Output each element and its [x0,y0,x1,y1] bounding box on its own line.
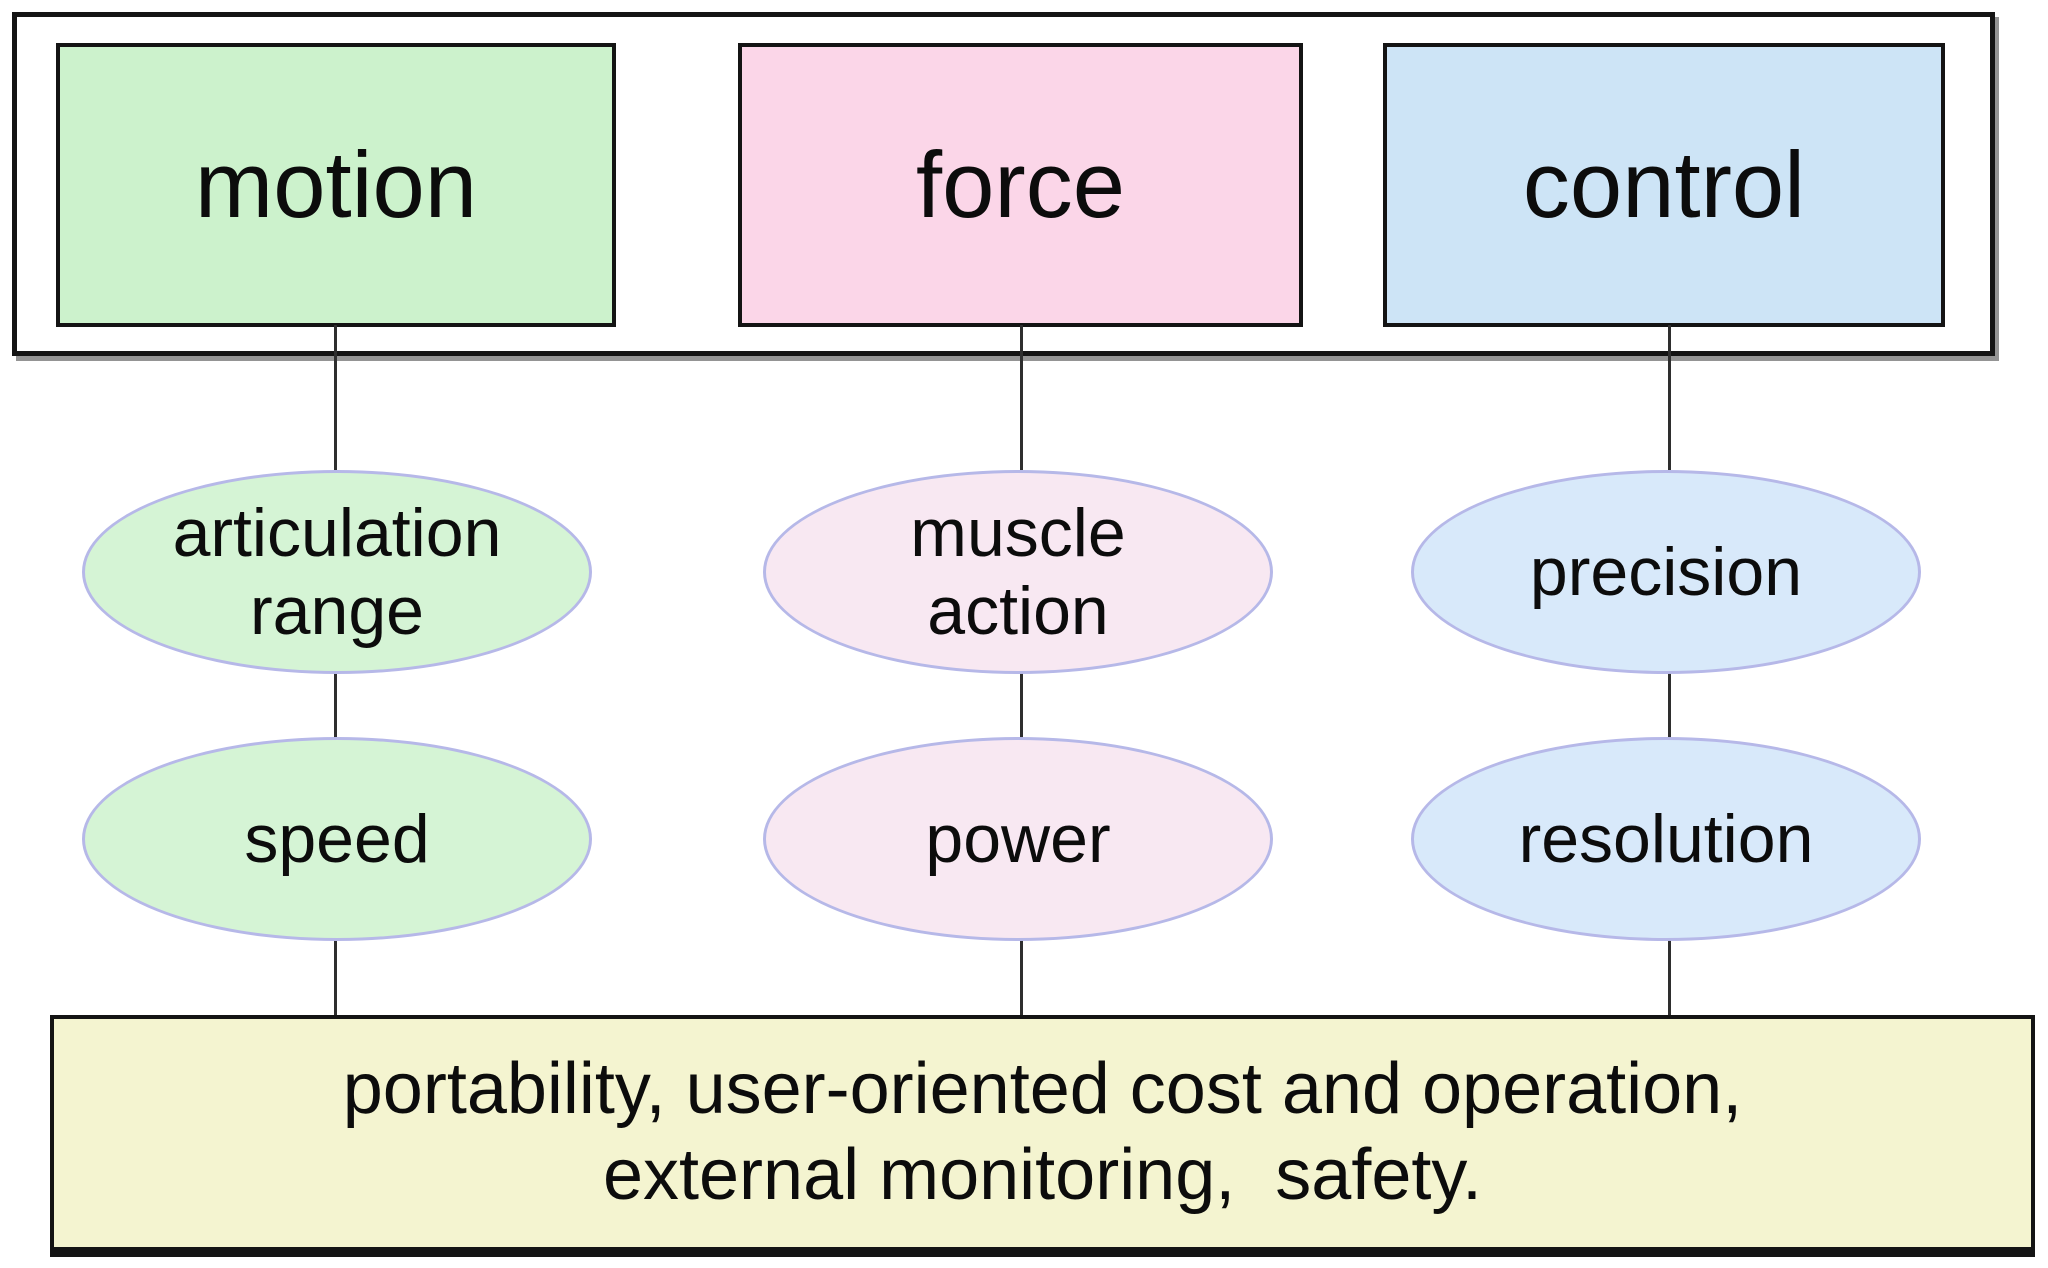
connector-force-muscle-action [1020,325,1023,470]
ellipse-resolution: resolution [1411,737,1921,941]
ellipse-label-muscle-action: muscle action [910,494,1126,649]
ellipse-label-resolution: resolution [1518,800,1814,877]
connector-power-footer [1020,938,1023,1017]
ellipse-label-articulation-range: articulation range [172,494,502,649]
connector-resolution-footer [1668,938,1671,1017]
ellipse-label-power: power [925,800,1111,877]
header-box-force: force [738,43,1303,327]
header-label-force: force [916,132,1125,237]
connector-precision-resolution [1668,672,1671,739]
footer-box: portability, user-oriented cost and oper… [50,1015,2035,1257]
ellipse-power: power [763,737,1273,941]
ellipse-articulation-range: articulation range [82,470,592,674]
connector-articulation-speed [334,672,337,739]
ellipse-muscle-action: muscle action [763,470,1273,674]
footer-line-1: portability, user-oriented cost and oper… [342,1049,1743,1130]
header-box-motion: motion [56,43,616,327]
connector-speed-footer [334,938,337,1017]
ellipse-label-speed: speed [244,800,430,877]
header-box-control: control [1383,43,1945,327]
ellipse-speed: speed [82,737,592,941]
footer-line-2: external monitoring, safety. [602,1135,1483,1215]
header-label-motion: motion [194,132,478,237]
ellipse-precision: precision [1411,470,1921,674]
connector-motion-articulation [334,325,337,470]
connector-muscle-action-power [1020,672,1023,739]
header-label-control: control [1522,132,1806,237]
connector-control-precision [1668,325,1671,470]
ellipse-label-precision: precision [1529,533,1803,610]
